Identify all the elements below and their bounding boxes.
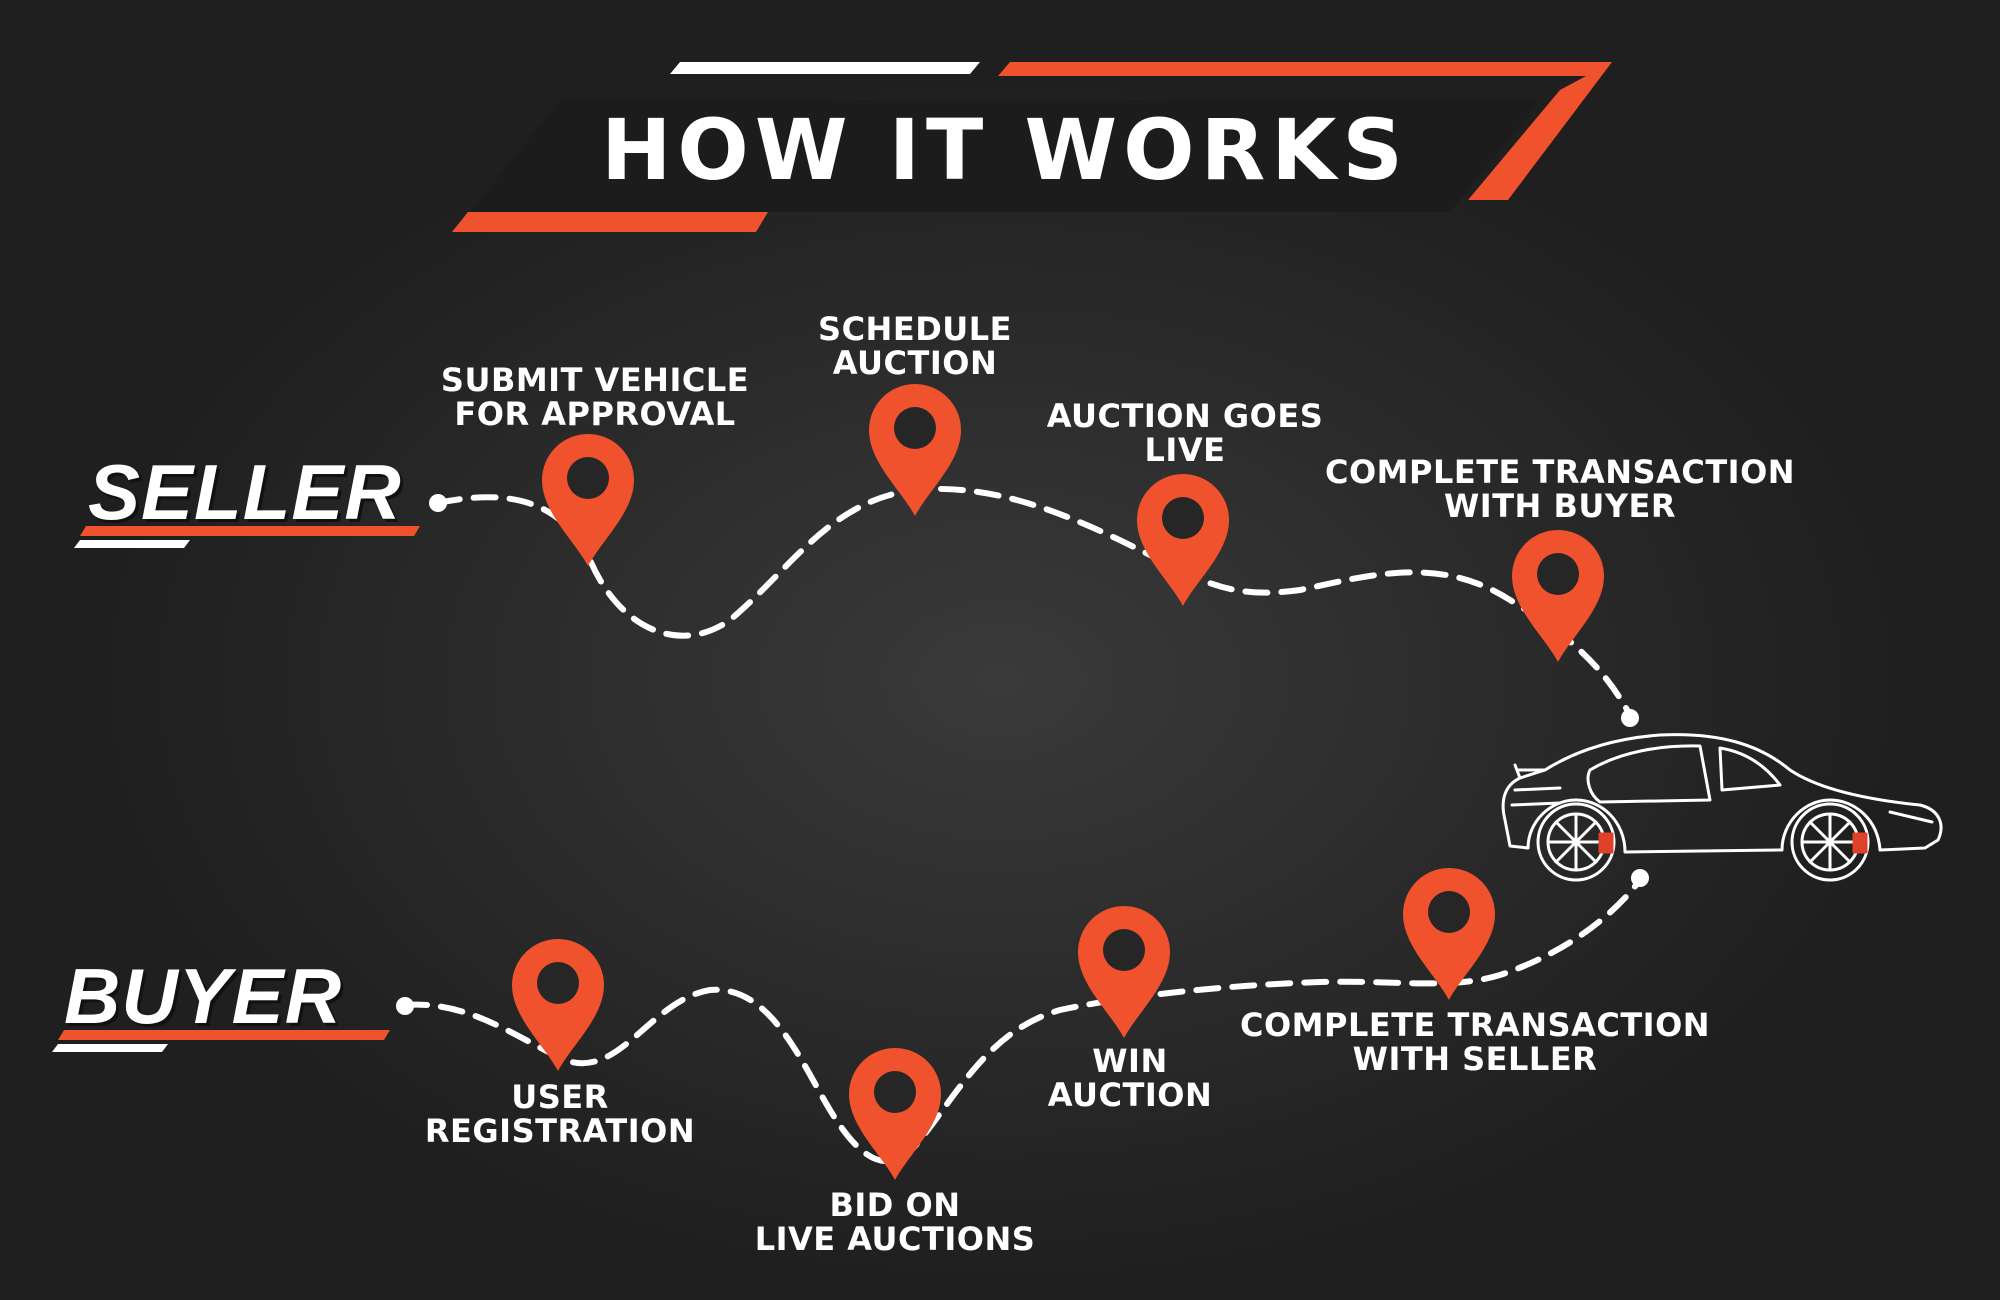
banner-top-white-stripe	[670, 62, 980, 74]
seller-dashed-path	[435, 486, 1633, 718]
buyer-role-label: BUYER	[64, 952, 343, 1040]
buyer-path-start-dot	[396, 997, 414, 1015]
title-banner	[452, 62, 1612, 232]
seller-path-end-dot	[1621, 709, 1639, 727]
seller-path-start-dot	[429, 494, 447, 512]
map-pin-icon	[512, 939, 604, 1071]
sports-car-icon	[1501, 733, 1943, 882]
buyer-path-end-dot	[1631, 869, 1649, 887]
banner-bottom-orange-stripe	[452, 212, 768, 232]
page-title: HOW IT WORKS	[601, 101, 1409, 199]
map-pin-icon	[849, 1048, 941, 1180]
map-pin-icon	[542, 434, 634, 566]
map-pin-icon	[1078, 906, 1170, 1038]
buyer-underline	[52, 1030, 390, 1052]
map-pin-icon	[1512, 530, 1604, 662]
seller-role-label: SELLER	[88, 448, 402, 536]
banner-right-chevron	[1468, 62, 1612, 200]
map-pin-icon	[1403, 868, 1495, 1000]
seller-underline	[74, 526, 420, 548]
banner-plate	[470, 100, 1540, 212]
banner-top-orange-stripe	[998, 62, 1612, 76]
